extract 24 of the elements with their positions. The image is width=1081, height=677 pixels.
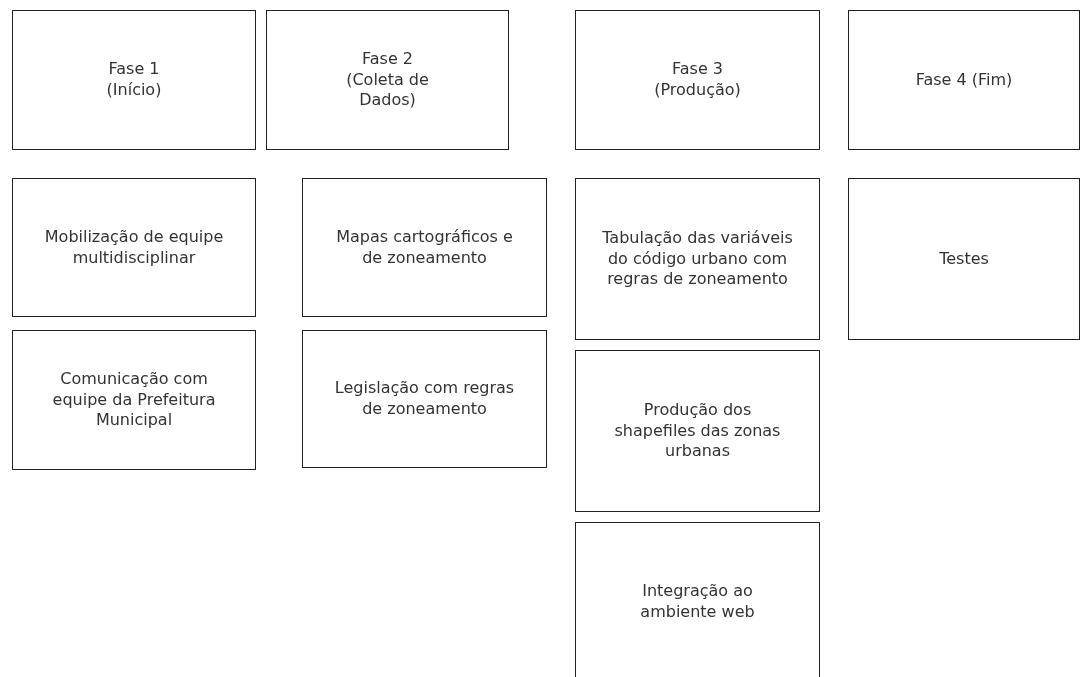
task-text: Mobilização de equipe multidisciplinar bbox=[43, 226, 225, 269]
phase-title: Fase 4 (Fim) bbox=[915, 69, 1013, 91]
task-box bbox=[575, 522, 820, 677]
task-text: Tabulação das variáveis do código urbano com regras de zoneamento bbox=[601, 227, 794, 291]
task-text: Mapas cartográficos e de zoneamento bbox=[335, 226, 514, 269]
phase-title: Fase 3 (Produção) bbox=[653, 59, 742, 101]
phase-header-box bbox=[266, 10, 509, 150]
phase-header-box bbox=[12, 10, 256, 150]
task-text: Comunicação com equipe da Prefeitura Municipal bbox=[51, 368, 217, 432]
task-text: Integração ao ambiente web bbox=[639, 581, 756, 623]
phase-title: Fase 2 (Coleta de Dados) bbox=[345, 48, 430, 112]
task-box bbox=[302, 330, 547, 468]
phase-header-box bbox=[848, 10, 1080, 150]
task-box bbox=[302, 178, 547, 317]
task-box bbox=[575, 178, 820, 340]
task-text: Testes bbox=[939, 248, 989, 270]
task-box bbox=[848, 178, 1080, 340]
phase-title: Fase 1 (Início) bbox=[105, 59, 163, 101]
task-text: Produção dos shapefiles das zonas urbanas bbox=[613, 399, 782, 463]
task-text: Legislação com regras de zoneamento bbox=[333, 378, 516, 420]
task-box bbox=[12, 330, 256, 470]
task-box bbox=[12, 178, 256, 317]
task-box bbox=[575, 350, 820, 512]
phase-header-box bbox=[575, 10, 820, 150]
